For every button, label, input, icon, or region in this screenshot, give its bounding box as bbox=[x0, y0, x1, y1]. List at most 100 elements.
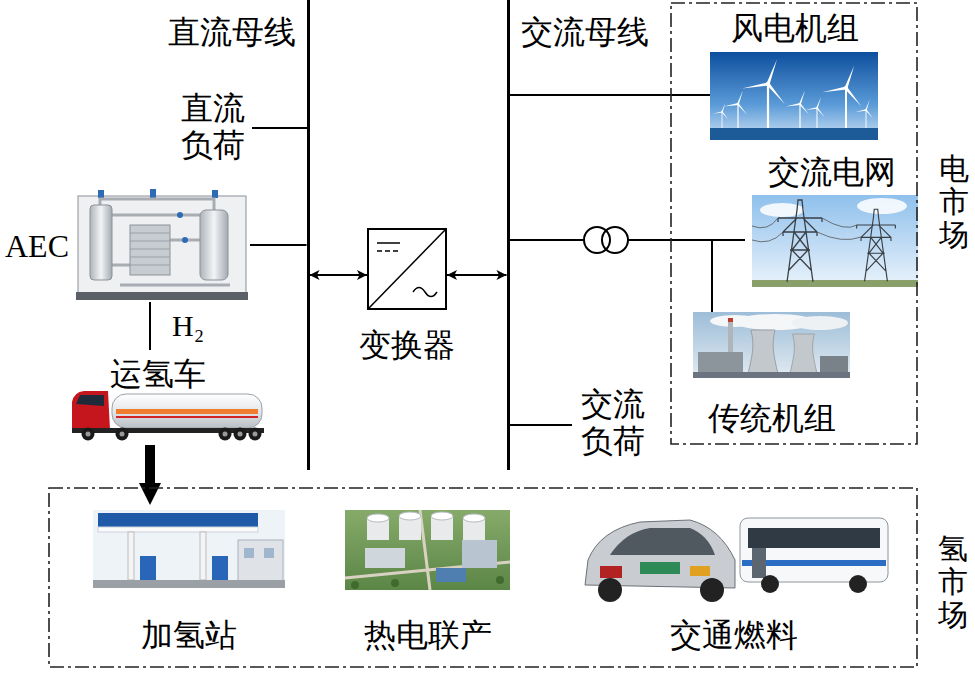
market-region: 加氢站热电联产交通燃料氢市场 bbox=[48, 487, 918, 668]
fuel-cell-vehicles-picture bbox=[585, 518, 888, 602]
node-label: 传统机组 bbox=[708, 400, 836, 437]
connector bbox=[250, 244, 307, 246]
electrolyser-picture-part bbox=[78, 196, 246, 294]
wind-node: 风电机组 bbox=[710, 8, 880, 140]
electrolyser-picture-part bbox=[76, 292, 248, 300]
market-outline-rect bbox=[49, 488, 917, 667]
chp-plant-picture-part bbox=[367, 514, 389, 522]
wind-farm-picture-part bbox=[724, 90, 748, 128]
chp-plant-picture-part bbox=[351, 581, 359, 589]
hydrogen-truck-picture-part bbox=[112, 394, 262, 428]
hydrogen-truck-picture-part bbox=[223, 432, 228, 437]
electrolyser-picture-part bbox=[90, 205, 112, 280]
hydrogen-station-picture-part bbox=[98, 527, 258, 532]
ac-bus: 交流母线 bbox=[507, 0, 510, 470]
load-label: 交流 负荷 bbox=[578, 386, 648, 460]
hydrogen-station-picture-part bbox=[93, 580, 285, 588]
chp-plant-picture-part bbox=[391, 579, 399, 587]
connector bbox=[310, 274, 368, 276]
fuel-cell-vehicles-picture-part bbox=[700, 578, 724, 602]
chp-plant-picture-part bbox=[463, 514, 485, 522]
hydrogen-truck-picture bbox=[72, 391, 264, 441]
load-wire bbox=[252, 128, 572, 425]
hydrogen-station-picture-part bbox=[98, 513, 258, 527]
hydrogen-truck-picture-part bbox=[72, 391, 110, 430]
fuel-cell-vehicles-picture-part bbox=[585, 520, 735, 588]
chp-plant-picture-part bbox=[436, 568, 466, 582]
load-wire-part bbox=[509, 424, 572, 426]
electrolyser-picture-part bbox=[150, 189, 156, 198]
electrolyser-picture-part bbox=[212, 190, 218, 198]
grid-node: 交流电网 bbox=[745, 152, 918, 289]
node-label: 风电机组 bbox=[731, 10, 859, 47]
power-plant-picture-part bbox=[820, 356, 848, 374]
transport-node: 交通燃料 bbox=[578, 505, 890, 657]
flow-label: H₂ bbox=[172, 309, 204, 344]
power-plant-picture-part bbox=[693, 372, 850, 378]
node-label: 运氢车 bbox=[110, 356, 206, 393]
market-outline-rect bbox=[671, 3, 917, 444]
hydrogen-station-picture-part bbox=[244, 548, 254, 558]
dc-bus: 直流母线 bbox=[307, 0, 310, 470]
plant-node: 传统机组 bbox=[693, 312, 850, 440]
node-label: 交通燃料 bbox=[670, 617, 798, 654]
wind-farm-picture-part bbox=[710, 52, 878, 140]
fuel-cell-vehicles-picture-part bbox=[690, 566, 710, 576]
fuel-cell-vehicles-picture-part bbox=[600, 566, 622, 578]
transformer-symbol bbox=[584, 227, 628, 253]
wind-farm-picture-part bbox=[712, 103, 728, 128]
power-plant-picture-part bbox=[748, 330, 778, 374]
converter-symbol-part bbox=[377, 250, 400, 252]
power-grid-picture-part bbox=[752, 195, 918, 287]
converter-symbol-part bbox=[413, 288, 437, 297]
electrolyser-node: AEC bbox=[5, 190, 250, 302]
electrolyser-picture-part bbox=[182, 237, 188, 243]
hydrogen-truck-picture-part bbox=[249, 428, 262, 441]
power-grid-picture-part bbox=[857, 198, 907, 214]
power-plant-picture-part bbox=[698, 352, 743, 374]
market-region: 风电机组交流电网传统机组电市场 bbox=[670, 2, 918, 445]
power-plant-picture-part bbox=[790, 334, 817, 374]
wind-farm-picture-part bbox=[742, 59, 787, 128]
connector bbox=[447, 274, 507, 276]
chp-plant-picture-part bbox=[399, 512, 421, 520]
load-label: 直流 负荷 bbox=[178, 90, 248, 164]
power-plant-picture-part bbox=[728, 318, 733, 322]
hydrogen-station-picture-part bbox=[238, 540, 283, 582]
hydrogen-truck-picture-part bbox=[116, 428, 129, 441]
chp-plant-picture bbox=[345, 510, 510, 590]
electrolyser-picture-part bbox=[200, 210, 228, 280]
market-outline bbox=[670, 2, 918, 445]
node-label: 热电联产 bbox=[364, 617, 492, 654]
connector bbox=[145, 445, 155, 483]
converter-symbol-part bbox=[377, 242, 400, 244]
hydrogen-station-picture-part bbox=[264, 548, 274, 558]
node-label: 交流电网 bbox=[768, 154, 896, 191]
electrolyser-picture-part bbox=[98, 190, 104, 198]
hydrogen-truck-picture-part bbox=[219, 428, 232, 441]
hydrogen-truck-picture-part bbox=[116, 409, 258, 414]
node-label: 交流母线 bbox=[521, 14, 649, 51]
converter-symbol-part bbox=[369, 230, 445, 308]
fuel-cell-vehicles-picture-part bbox=[849, 575, 867, 593]
chp-plant-picture-part bbox=[365, 548, 405, 568]
electrolyser-picture-part bbox=[130, 233, 170, 265]
power-grid-picture-part bbox=[857, 209, 896, 281]
station-node: 加氢站 bbox=[93, 505, 285, 657]
electrolyser-picture-part bbox=[177, 212, 183, 218]
power-grid-picture-part bbox=[752, 218, 861, 242]
fuel-cell-vehicles-picture-part bbox=[598, 578, 622, 602]
electrolyser-picture-part bbox=[100, 199, 230, 285]
chp-plant-picture-part bbox=[431, 512, 453, 520]
truck-node: 运氢车 bbox=[68, 350, 272, 442]
converter-box: 变换器 bbox=[367, 228, 447, 310]
node-label: 加氢站 bbox=[141, 617, 237, 654]
node-label: 直流母线 bbox=[168, 14, 296, 51]
hydrogen-station-picture-part bbox=[140, 556, 156, 580]
chp-plant-picture-part bbox=[345, 510, 510, 590]
electrolyser-picture bbox=[76, 189, 248, 300]
wind-farm-picture-part bbox=[855, 100, 873, 128]
hydrogen-truck-picture-part bbox=[86, 432, 91, 437]
transformer-symbol-part bbox=[602, 227, 628, 253]
